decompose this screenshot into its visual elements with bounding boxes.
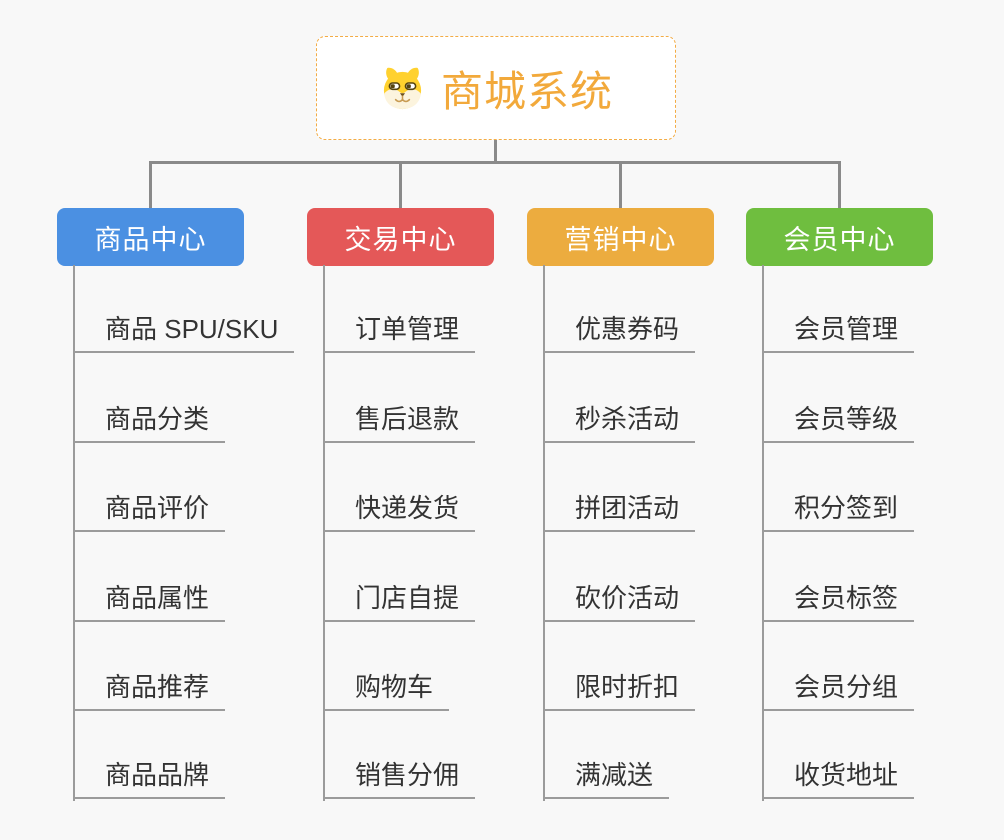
branch-item[interactable]: 商品推荐 [73, 671, 226, 711]
branch-item[interactable]: 会员分组 [762, 671, 915, 711]
branch-spine [543, 265, 545, 801]
branch-item[interactable]: 商品属性 [73, 582, 226, 622]
branch-item[interactable]: 门店自提 [323, 582, 476, 622]
branch-item[interactable]: 售后退款 [323, 403, 476, 443]
branch-spine [762, 265, 764, 801]
branch-header[interactable]: 商品中心 [57, 208, 244, 266]
branch-spine [73, 265, 75, 801]
connector-branch-drop [149, 161, 152, 208]
branch-item[interactable]: 商品分类 [73, 403, 226, 443]
connector-horizontal-bar [149, 161, 841, 164]
branch-item[interactable]: 砍价活动 [543, 582, 696, 622]
branch-item[interactable]: 商品品牌 [73, 759, 226, 799]
branch-item[interactable]: 会员管理 [762, 313, 915, 353]
branch-item[interactable]: 商品 SPU/SKU [73, 313, 295, 353]
branch-item[interactable]: 购物车 [323, 671, 450, 711]
branch-item[interactable]: 积分签到 [762, 492, 915, 532]
branch-item[interactable]: 满减送 [543, 759, 670, 799]
branch-item[interactable]: 会员标签 [762, 582, 915, 622]
root-node[interactable]: 商城系统 [316, 36, 676, 140]
branch-item[interactable]: 会员等级 [762, 403, 915, 443]
branch-item[interactable]: 优惠券码 [543, 313, 696, 353]
branch-item[interactable]: 订单管理 [323, 313, 476, 353]
branch-item[interactable]: 限时折扣 [543, 671, 696, 711]
branch-item[interactable]: 快递发货 [323, 492, 476, 532]
branch-header[interactable]: 交易中心 [307, 208, 494, 266]
branch-spine [323, 265, 325, 801]
connector-branch-drop [619, 161, 622, 208]
branch-item[interactable]: 商品评价 [73, 492, 226, 532]
branch-item[interactable]: 收货地址 [762, 759, 915, 799]
dog-face-icon [383, 67, 422, 109]
branch-item[interactable]: 销售分佣 [323, 759, 476, 799]
connector-root-stem [494, 140, 497, 164]
root-title: 商城系统 [440, 67, 613, 115]
branch-header[interactable]: 会员中心 [746, 208, 933, 266]
connector-branch-drop [399, 161, 402, 208]
branch-item[interactable]: 秒杀活动 [543, 403, 696, 443]
connector-branch-drop [838, 161, 841, 208]
branch-item[interactable]: 拼团活动 [543, 492, 696, 532]
branch-header[interactable]: 营销中心 [527, 208, 714, 266]
